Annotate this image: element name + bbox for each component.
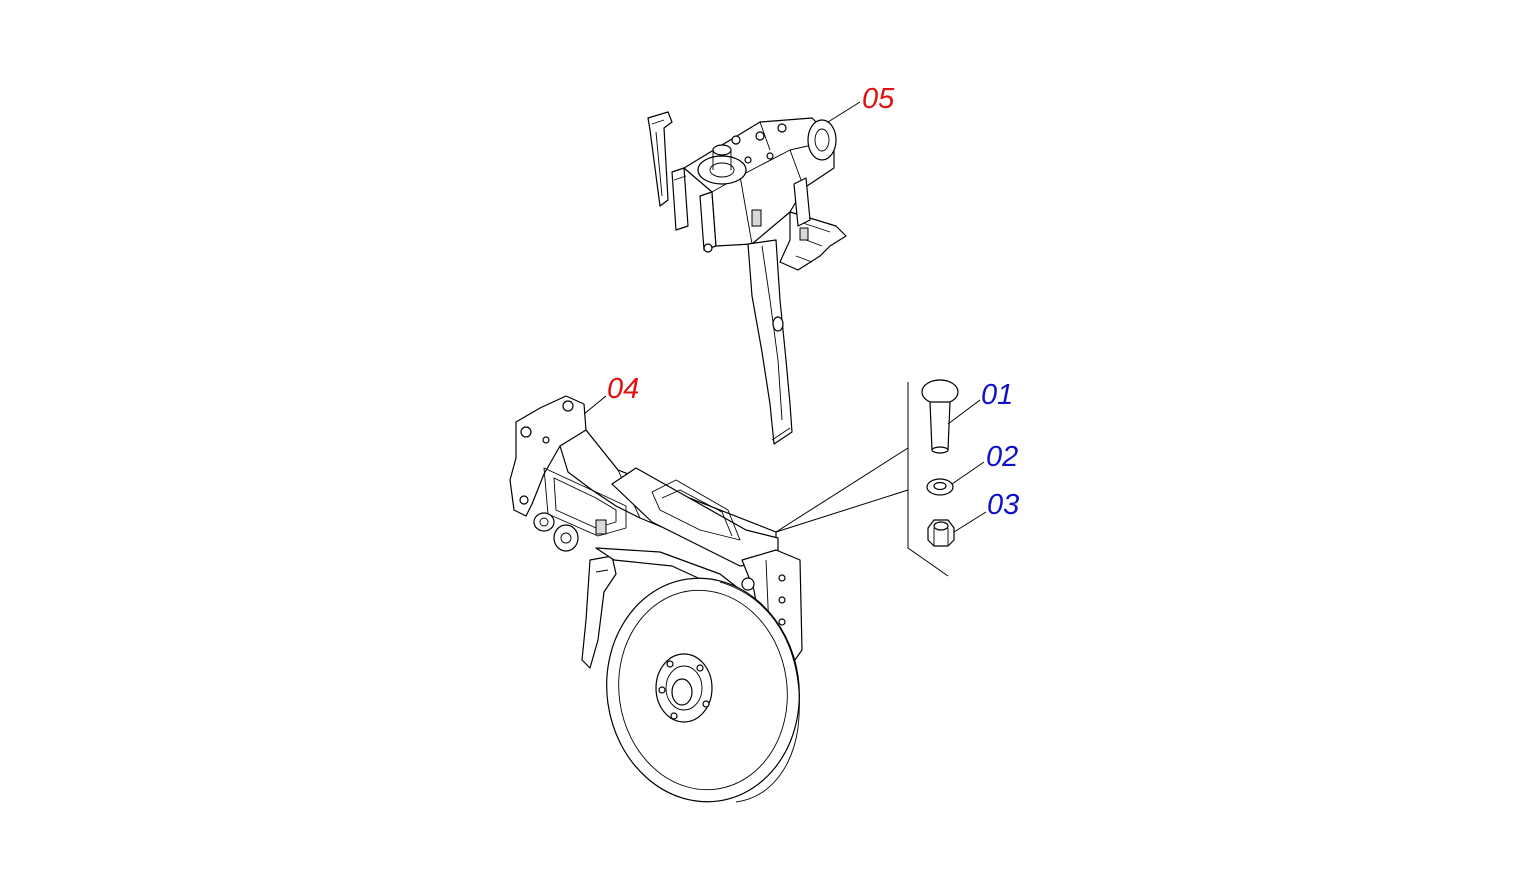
part-01-carriage-bolt: [921, 379, 959, 454]
callout-01: 01: [981, 379, 1013, 411]
leader-lines: [583, 101, 987, 533]
callout-05: 05: [862, 83, 895, 115]
callout-03: 03: [987, 489, 1019, 521]
hardware-detail-frame: [775, 382, 949, 577]
part-02-washer: [926, 478, 954, 496]
part-04-opener-frame: [509, 395, 803, 803]
part-03-hex-nut: [927, 519, 955, 547]
part-05-head-assembly: [647, 111, 847, 445]
callout-04: 04: [607, 373, 639, 405]
callout-02: 02: [986, 441, 1018, 473]
